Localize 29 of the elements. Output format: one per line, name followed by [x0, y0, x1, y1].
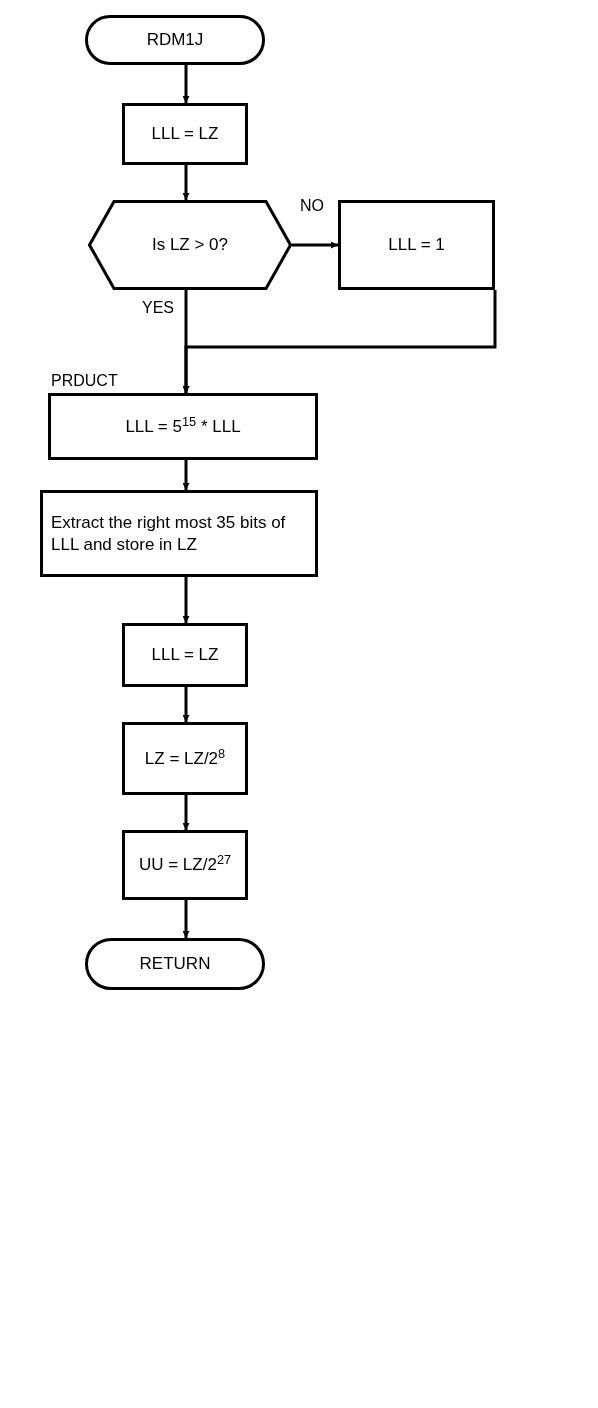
arrow — [182, 687, 190, 722]
arrow — [182, 460, 190, 490]
edge-label: NO — [298, 198, 326, 214]
arrow — [182, 65, 190, 103]
arrow — [182, 290, 497, 393]
node-text: LLL = 1 — [388, 234, 445, 256]
decision-hexagon — [88, 200, 292, 290]
arrow — [182, 795, 190, 830]
node-text: UU = LZ/2$^{27}$ — [138, 854, 232, 876]
process-box — [122, 103, 248, 165]
node-text: LLL = 5$^{15}$ * LLL — [125, 415, 241, 438]
node-heading: PRDUCT — [51, 373, 118, 389]
node-text: LLL = LZ — [151, 123, 219, 145]
process-box — [338, 200, 495, 290]
node-text: LZ = LZ/2$^{8}$ — [144, 747, 226, 770]
process-box — [122, 830, 248, 900]
node-text: Extract the right most 35 bits of LLL and store in LZ — [51, 512, 287, 555]
edge-label: YES — [140, 300, 176, 316]
arrow — [182, 900, 190, 938]
arrow — [182, 165, 190, 200]
process-box — [122, 722, 248, 795]
node-text: RETURN — [139, 953, 211, 975]
process-box — [40, 490, 318, 577]
node-text: Is LZ > 0? — [151, 234, 229, 256]
node-text: LLL = LZ — [151, 644, 219, 666]
node-text: RDM1J — [146, 29, 204, 51]
arrow — [182, 577, 190, 623]
process-box — [122, 623, 248, 687]
arrow — [292, 241, 338, 249]
